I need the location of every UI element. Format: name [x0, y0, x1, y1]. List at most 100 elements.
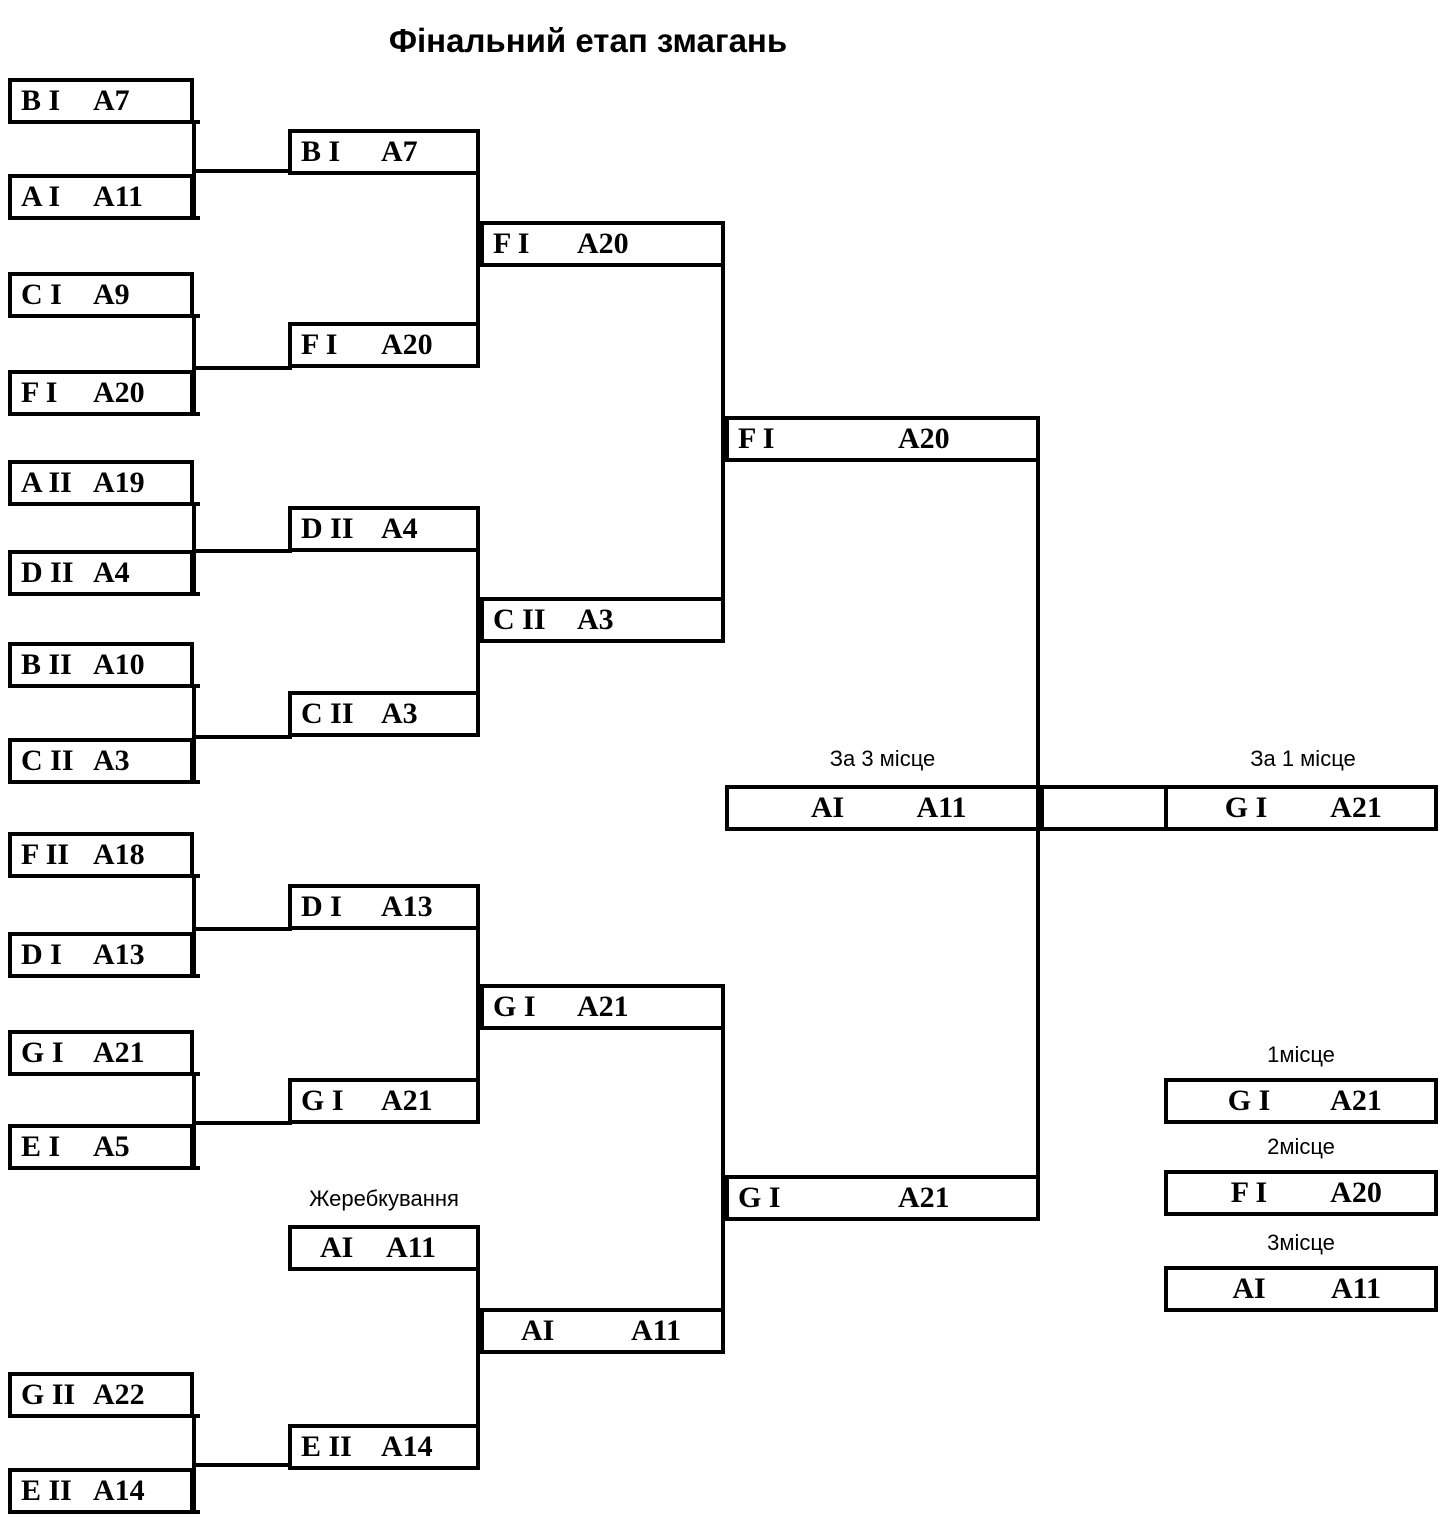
connector-r2-pair2-vertical [476, 549, 480, 695]
match-box-r3-1[interactable]: F I A20 [480, 221, 725, 267]
match-box-r1-7[interactable]: B II A10 [8, 642, 194, 688]
team-number: A21 [577, 990, 629, 1023]
match-box-r3-4[interactable]: AI A11 [480, 1308, 725, 1354]
team-code: G I [301, 1084, 344, 1117]
connector-r1-pair4-bottom-stub [192, 780, 200, 784]
connector-r1-pair6-horizontal [192, 1121, 292, 1125]
team-number: A13 [381, 890, 433, 923]
connector-r1-pair5-bottom-stub [192, 974, 200, 978]
connector-final-vertical [1036, 458, 1040, 1218]
connector-r1-pair4-top-stub [192, 684, 200, 688]
connector-r1-pair3-top-stub [192, 502, 200, 506]
match-box-r1-6[interactable]: D II A4 [8, 550, 194, 596]
connector-r2-pair3-vertical [476, 927, 480, 1078]
match-box-r2-6[interactable]: G I A21 [288, 1078, 480, 1124]
team-code: G I [493, 990, 536, 1023]
match-box-third-place[interactable]: AI A11 [725, 785, 1040, 831]
team-number: A21 [898, 1181, 950, 1214]
team-code: G I [21, 1036, 64, 1069]
team-code: C II [21, 744, 74, 777]
team-code: AI [810, 791, 845, 824]
match-box-r2-5[interactable]: D I A13 [288, 884, 480, 930]
team-number: A13 [93, 938, 145, 971]
team-code: D I [301, 890, 342, 923]
team-code: C II [493, 603, 546, 636]
team-code: E II [21, 1474, 72, 1507]
connector-r3-pair1-vertical [721, 263, 725, 597]
team-code: F I [301, 328, 338, 361]
team-number: A11 [93, 180, 144, 213]
team-number: A21 [381, 1084, 433, 1117]
team-code: F I [21, 376, 58, 409]
match-box-r1-4[interactable]: F I A20 [8, 370, 194, 416]
connector-r3-pair2-vertical [721, 1026, 725, 1308]
connector-r1-pair2-top-stub [192, 314, 200, 318]
team-code: D II [21, 556, 74, 589]
connector-r2-pair4-vertical [476, 1267, 480, 1424]
team-code: C I [21, 278, 62, 311]
team-code: F I [493, 227, 530, 260]
match-box-r1-2[interactable]: A I A11 [8, 174, 194, 220]
team-number: A11 [1330, 1272, 1381, 1305]
connector-r1-pair4-horizontal [192, 735, 292, 739]
connector-r2-pair1-vertical [476, 171, 480, 322]
team-number: A20 [93, 376, 145, 409]
connector-r1-pair2-vertical [192, 314, 196, 416]
team-code: G II [21, 1378, 76, 1411]
team-code: C II [301, 697, 354, 730]
team-number: A14 [381, 1430, 433, 1463]
connector-r1-pair7-top-stub [192, 1414, 200, 1418]
team-number: A11 [916, 791, 967, 824]
connector-r1-pair1-top-stub [192, 120, 200, 124]
team-number: A4 [93, 556, 130, 589]
team-number: A20 [381, 328, 433, 361]
match-box-r2-2[interactable]: F I A20 [288, 322, 480, 368]
match-box-r3-3[interactable]: G I A21 [480, 984, 725, 1030]
team-number: A20 [1330, 1176, 1382, 1209]
team-code: G I [1227, 1084, 1271, 1117]
connector-r1-pair1-horizontal [192, 169, 292, 173]
team-number: A11 [631, 1314, 682, 1347]
connector-r1-pair7-bottom-stub [192, 1510, 200, 1514]
team-number: A11 [386, 1231, 437, 1264]
caption-place-2: 2місце [1267, 1134, 1335, 1159]
caption-third-place: За 3 місце [829, 746, 936, 771]
team-code: AI [521, 1314, 555, 1347]
team-code: B II [21, 648, 72, 681]
connector-r1-pair4-vertical [192, 684, 196, 784]
bracket-spacer-box [1040, 785, 1168, 831]
team-number: A10 [93, 648, 145, 681]
page-title: Фінальний етап змагань [388, 22, 788, 59]
team-code: A II [21, 466, 72, 499]
connector-r1-pair5-horizontal [192, 927, 292, 931]
connector-r1-pair6-bottom-stub [192, 1166, 200, 1170]
team-code: A I [21, 180, 61, 213]
team-number: A4 [381, 512, 418, 545]
team-code: F I [738, 422, 775, 455]
connector-r1-pair3-horizontal [192, 549, 292, 553]
team-number: A20 [577, 227, 629, 260]
caption-first-place: За 1 місце [1250, 746, 1356, 771]
